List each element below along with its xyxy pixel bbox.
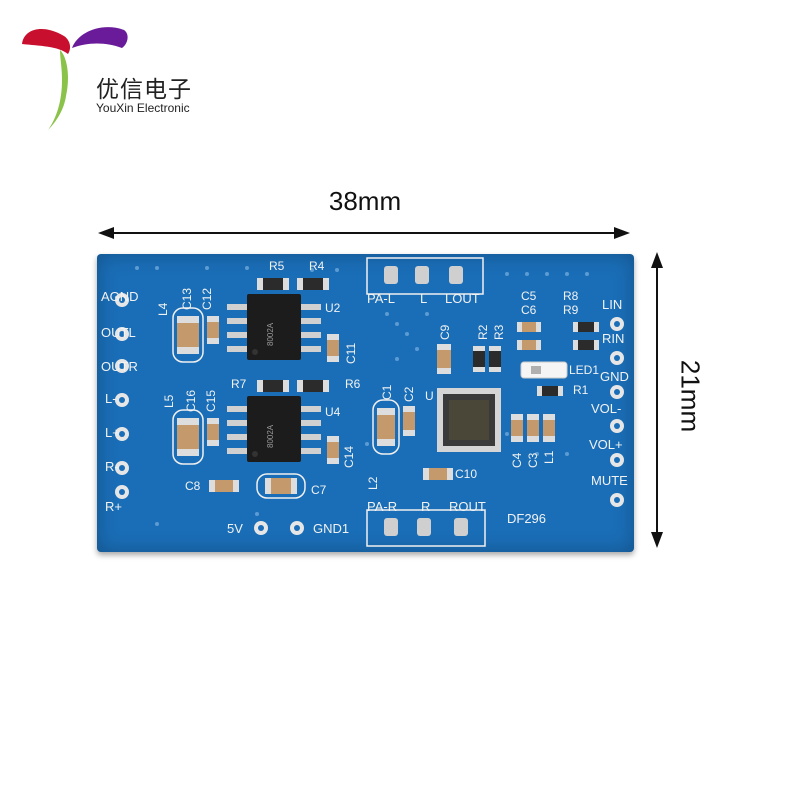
pin-label-r-minus: R-: [105, 459, 119, 474]
pin-label-l-plus: L+: [105, 425, 120, 440]
brand-name-en: YouXin Electronic: [96, 101, 190, 115]
u4-chip-marking: 8002A: [266, 424, 275, 448]
designator-c4: C4: [510, 452, 524, 468]
pin-label-vol-plus: VOL+: [589, 437, 623, 452]
header-label-lout: LOUT: [445, 291, 480, 306]
header-label-rout: ROUT: [449, 499, 486, 514]
designator-led1: LED1: [569, 363, 600, 377]
designator-r1: R1: [573, 383, 589, 397]
designator-c16: C16: [184, 389, 198, 412]
header-label-pa-l: PA-L: [367, 291, 395, 306]
designator-c15: C15: [204, 389, 218, 412]
designator-c1: C1: [380, 384, 394, 400]
u2-chip-marking: 8002A: [266, 322, 275, 346]
header-label-pa-r: PA-R: [367, 499, 398, 514]
header-label-l: L: [420, 291, 428, 306]
bottom-header-connector: [366, 509, 486, 547]
pin-label-agnd: AGND: [101, 289, 139, 304]
resistors: [257, 278, 599, 396]
logo-petal-left: [22, 29, 71, 54]
designator-c7: C7: [311, 483, 327, 497]
designator-l5: L5: [162, 394, 176, 408]
pin-label-l-minus: L-: [105, 391, 117, 406]
pin-label-outl: OUTL: [101, 325, 136, 340]
width-arrow-head-left: [98, 227, 114, 239]
designator-u1: U: [425, 389, 434, 403]
u2-amplifier-chip: [227, 294, 321, 360]
designator-c13: C13: [180, 287, 194, 310]
designator-c5: C5: [521, 289, 537, 303]
board-model-label: DF296: [507, 511, 547, 526]
header-label-r: R: [421, 499, 431, 514]
width-arrow-head-right: [614, 227, 630, 239]
pcb-board: AGND OUTL OUTR L- L+ R- R+ LIN RIN GND V…: [97, 254, 634, 552]
pin-label-vol-minus: VOL-: [591, 401, 622, 416]
pin-label-lin: LIN: [602, 297, 623, 312]
power-label-5v: 5V: [227, 521, 243, 536]
designator-c10: C10: [455, 467, 478, 481]
designator-c3: C3: [526, 452, 540, 468]
designator-r7: R7: [231, 377, 247, 391]
designator-c2: C2: [402, 386, 416, 402]
designator-l2: L2: [366, 476, 380, 490]
designator-l4: L4: [156, 302, 170, 316]
designator-r6: R6: [345, 377, 361, 391]
pin-label-r-plus: R+: [105, 499, 122, 514]
right-edge-pads: [610, 317, 624, 507]
pcb-artwork: [115, 257, 624, 547]
inductors: [172, 307, 400, 499]
power-label-gnd1: GND1: [313, 521, 350, 536]
designator-r5: R5: [269, 259, 285, 273]
u1-qfn-chip: [437, 388, 501, 452]
u4-amplifier-chip: [227, 396, 321, 462]
pin-label-rin: RIN: [602, 331, 625, 346]
designator-c12: C12: [200, 287, 214, 310]
power-pads: [254, 521, 304, 535]
designator-c8: C8: [185, 479, 201, 493]
capacitors: [207, 316, 555, 492]
designator-l1: L1: [542, 450, 556, 464]
designator-u4: U4: [325, 405, 341, 419]
pin-label-mute: MUTE: [591, 473, 628, 488]
height-dimension-label: 21mm: [675, 359, 706, 433]
via-holes: [135, 266, 589, 526]
width-dimension-label: 38mm: [328, 186, 402, 216]
designator-r9: R9: [563, 303, 579, 317]
pin-label-gnd: GND: [600, 369, 629, 384]
designator-c6: C6: [521, 303, 537, 317]
designator-r8: R8: [563, 289, 579, 303]
logo-stem: [48, 50, 68, 130]
top-header-connector: [366, 257, 484, 295]
designator-u2: U2: [325, 301, 341, 315]
led-indicator: [520, 361, 568, 379]
brand-name-cn: 优信电子: [96, 76, 192, 102]
designator-r3: R3: [492, 324, 506, 340]
pin-label-outr: OUTR: [101, 359, 138, 374]
designator-c14: C14: [342, 445, 356, 468]
height-arrow-head-bottom: [651, 532, 663, 548]
designator-r4: R4: [309, 259, 325, 273]
designator-c11: C11: [344, 342, 358, 364]
height-arrow-head-top: [651, 252, 663, 268]
youxin-logo-icon: [22, 27, 128, 130]
left-edge-pads: [115, 293, 129, 499]
designator-c9: C9: [438, 324, 452, 340]
logo-petal-right: [72, 27, 128, 48]
designator-r2: R2: [476, 324, 490, 340]
